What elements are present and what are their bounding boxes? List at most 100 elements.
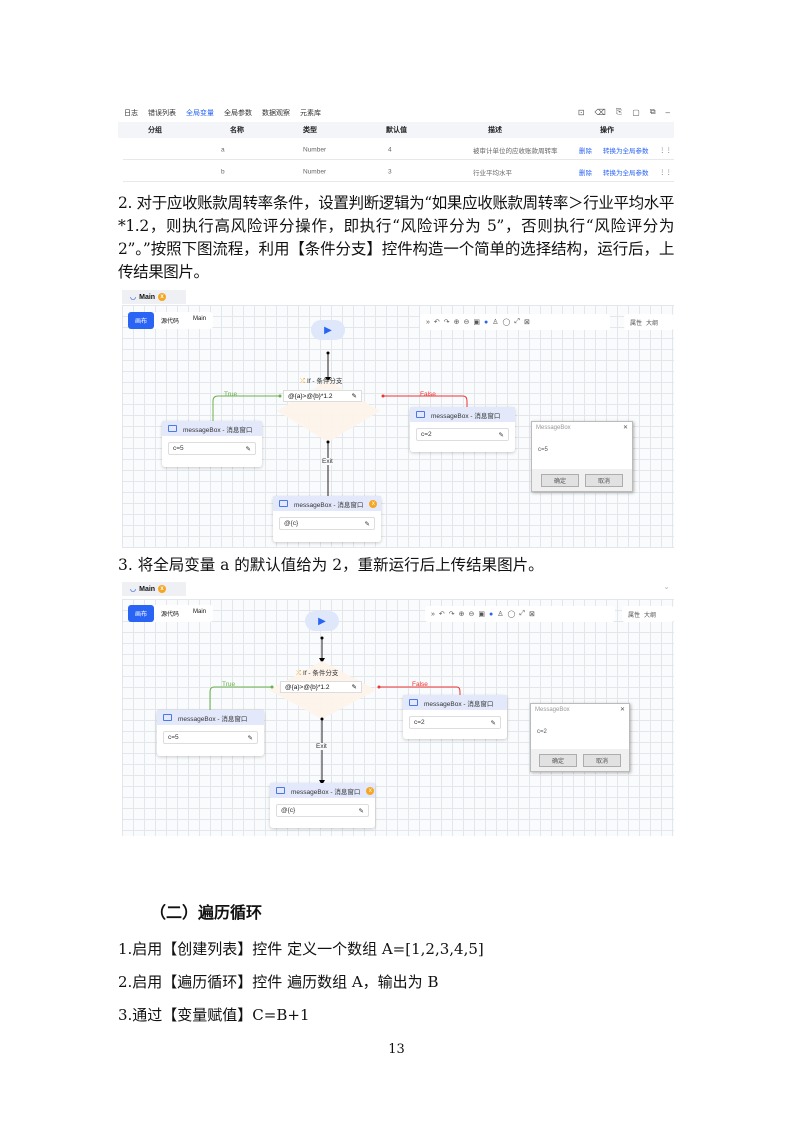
- redo-icon[interactable]: ↷: [443, 319, 450, 326]
- cancel-button[interactable]: 取消: [583, 753, 621, 767]
- expand-icon[interactable]: »: [426, 318, 430, 326]
- edit-icon[interactable]: ✎: [490, 719, 496, 727]
- delete-icon[interactable]: ⌫: [594, 107, 606, 117]
- fit-icon[interactable]: ▣: [478, 611, 486, 618]
- ok-button[interactable]: 确定: [541, 473, 579, 487]
- cancel-button[interactable]: 取消: [585, 473, 623, 487]
- cell-default: 4: [388, 146, 392, 153]
- minimize-icon[interactable]: –: [665, 107, 670, 117]
- zoom-in-icon[interactable]: ⊕: [458, 611, 465, 618]
- source-tab[interactable]: 源代码: [161, 612, 180, 618]
- layout-icon[interactable]: ♙: [497, 611, 504, 618]
- close-badge-icon[interactable]: x: [158, 585, 167, 593]
- tab-element-library[interactable]: 元素库: [300, 110, 321, 117]
- toggle-switch[interactable]: ◯: [507, 611, 516, 618]
- file-icon[interactable]: ▢: [632, 107, 640, 117]
- redo-icon[interactable]: ↷: [448, 611, 455, 618]
- tab-global-params[interactable]: 全局参数: [224, 110, 252, 117]
- outline-tab[interactable]: 大纲: [646, 320, 659, 327]
- chevron-down-icon[interactable]: ⌄: [663, 582, 670, 591]
- edit-icon[interactable]: ✎: [351, 393, 357, 400]
- delete-link[interactable]: 删除: [579, 147, 592, 155]
- tab-data-watch[interactable]: 数据观察: [262, 110, 290, 117]
- close-badge-icon[interactable]: x: [158, 293, 167, 301]
- edit-icon[interactable]: ✎: [358, 807, 364, 815]
- tab-log[interactable]: 日志: [124, 110, 138, 117]
- toggle-switch[interactable]: ◯: [502, 319, 511, 326]
- locate-icon[interactable]: ●: [484, 318, 489, 326]
- node-value[interactable]: @{c}: [284, 520, 299, 527]
- step-2: 2.启用【遍历循环】控件 遍历数组 A，输出为 B: [118, 973, 439, 991]
- edit-icon[interactable]: ✎: [498, 431, 504, 439]
- canvas-tab[interactable]: 画布: [128, 605, 155, 622]
- section-heading: （二）遍历循环: [150, 903, 263, 922]
- outline-tab[interactable]: 大纲: [644, 612, 657, 619]
- drag-handle-icon[interactable]: ⋮⋮: [659, 146, 672, 154]
- edit-icon[interactable]: ✎: [364, 520, 370, 528]
- header-name[interactable]: 名称: [230, 127, 244, 134]
- locate-icon[interactable]: ●: [489, 610, 494, 618]
- fit-icon[interactable]: ▣: [473, 319, 481, 326]
- zoom-out-icon[interactable]: ⊖: [468, 611, 475, 618]
- fullscreen-icon[interactable]: ⤢: [514, 318, 520, 325]
- properties-tab[interactable]: 属性: [628, 612, 641, 619]
- convert-link[interactable]: 转换为全局参数: [603, 169, 649, 177]
- delete-link[interactable]: 删除: [579, 169, 592, 177]
- node-value[interactable]: c=5: [173, 445, 184, 452]
- tab-errors[interactable]: 错误列表: [148, 110, 176, 117]
- close-badge-icon[interactable]: x: [366, 786, 375, 795]
- close-panel-icon[interactable]: ⊠: [529, 611, 535, 618]
- layout-icon[interactable]: ♙: [492, 319, 499, 326]
- close-badge-icon[interactable]: x: [369, 499, 378, 508]
- ok-button[interactable]: 确定: [539, 753, 577, 767]
- node-value[interactable]: c=5: [168, 734, 179, 741]
- canvas-tab[interactable]: 画布: [128, 312, 155, 329]
- node-value[interactable]: @{c}: [281, 807, 296, 814]
- tab-global-variables[interactable]: 全局变量: [186, 110, 214, 117]
- condition-input[interactable]: @{a}>@{b}*1.2✎: [280, 681, 362, 693]
- page-number: 13: [388, 1042, 405, 1057]
- undo-icon[interactable]: ↶: [438, 611, 445, 618]
- cell-type: Number: [303, 146, 327, 153]
- node-value[interactable]: c=2: [421, 431, 432, 438]
- close-icon[interactable]: ✕: [622, 425, 628, 431]
- undo-icon[interactable]: ↶: [433, 319, 440, 326]
- convert-link[interactable]: 转换为全局参数: [603, 147, 649, 155]
- source-tab[interactable]: 源代码: [161, 319, 180, 325]
- header-type[interactable]: 类型: [303, 127, 317, 134]
- run-button[interactable]: ▶: [311, 320, 345, 340]
- table-row: a Number 4 被审计单位的应收账款周转率 删除 转换为全局参数 ⋮⋮: [123, 140, 674, 160]
- expand-icon[interactable]: »: [431, 610, 435, 618]
- copy-icon[interactable]: ⧉: [649, 107, 656, 116]
- cell-name: b: [221, 168, 225, 175]
- condition-input[interactable]: @{a}>@{b}*1.2✎: [283, 390, 362, 402]
- import-icon[interactable]: ⎘: [615, 107, 623, 116]
- fullscreen-icon[interactable]: ⤢: [519, 610, 525, 617]
- zoom-out-icon[interactable]: ⊖: [463, 319, 470, 326]
- paragraph-2: 2. 对于应收账款周转率条件，设置判断逻辑为“如果应收账款周转率＞行业平均水平*…: [118, 194, 674, 281]
- edit-icon[interactable]: ✎: [351, 684, 357, 691]
- edit-icon[interactable]: ✎: [245, 445, 251, 453]
- zoom-in-icon[interactable]: ⊕: [453, 319, 460, 326]
- properties-tab[interactable]: 属性: [630, 320, 643, 327]
- edit-icon[interactable]: ✎: [247, 734, 253, 742]
- export-icon[interactable]: ⊡: [577, 107, 585, 117]
- header-group[interactable]: 分组: [148, 127, 162, 134]
- run-button[interactable]: ▶: [305, 611, 339, 631]
- false-label: False: [412, 681, 428, 688]
- close-icon[interactable]: ✕: [619, 707, 625, 713]
- node-value[interactable]: c=2: [414, 719, 425, 726]
- close-panel-icon[interactable]: ⊠: [524, 319, 530, 326]
- drag-handle-icon[interactable]: ⋮⋮: [659, 168, 672, 176]
